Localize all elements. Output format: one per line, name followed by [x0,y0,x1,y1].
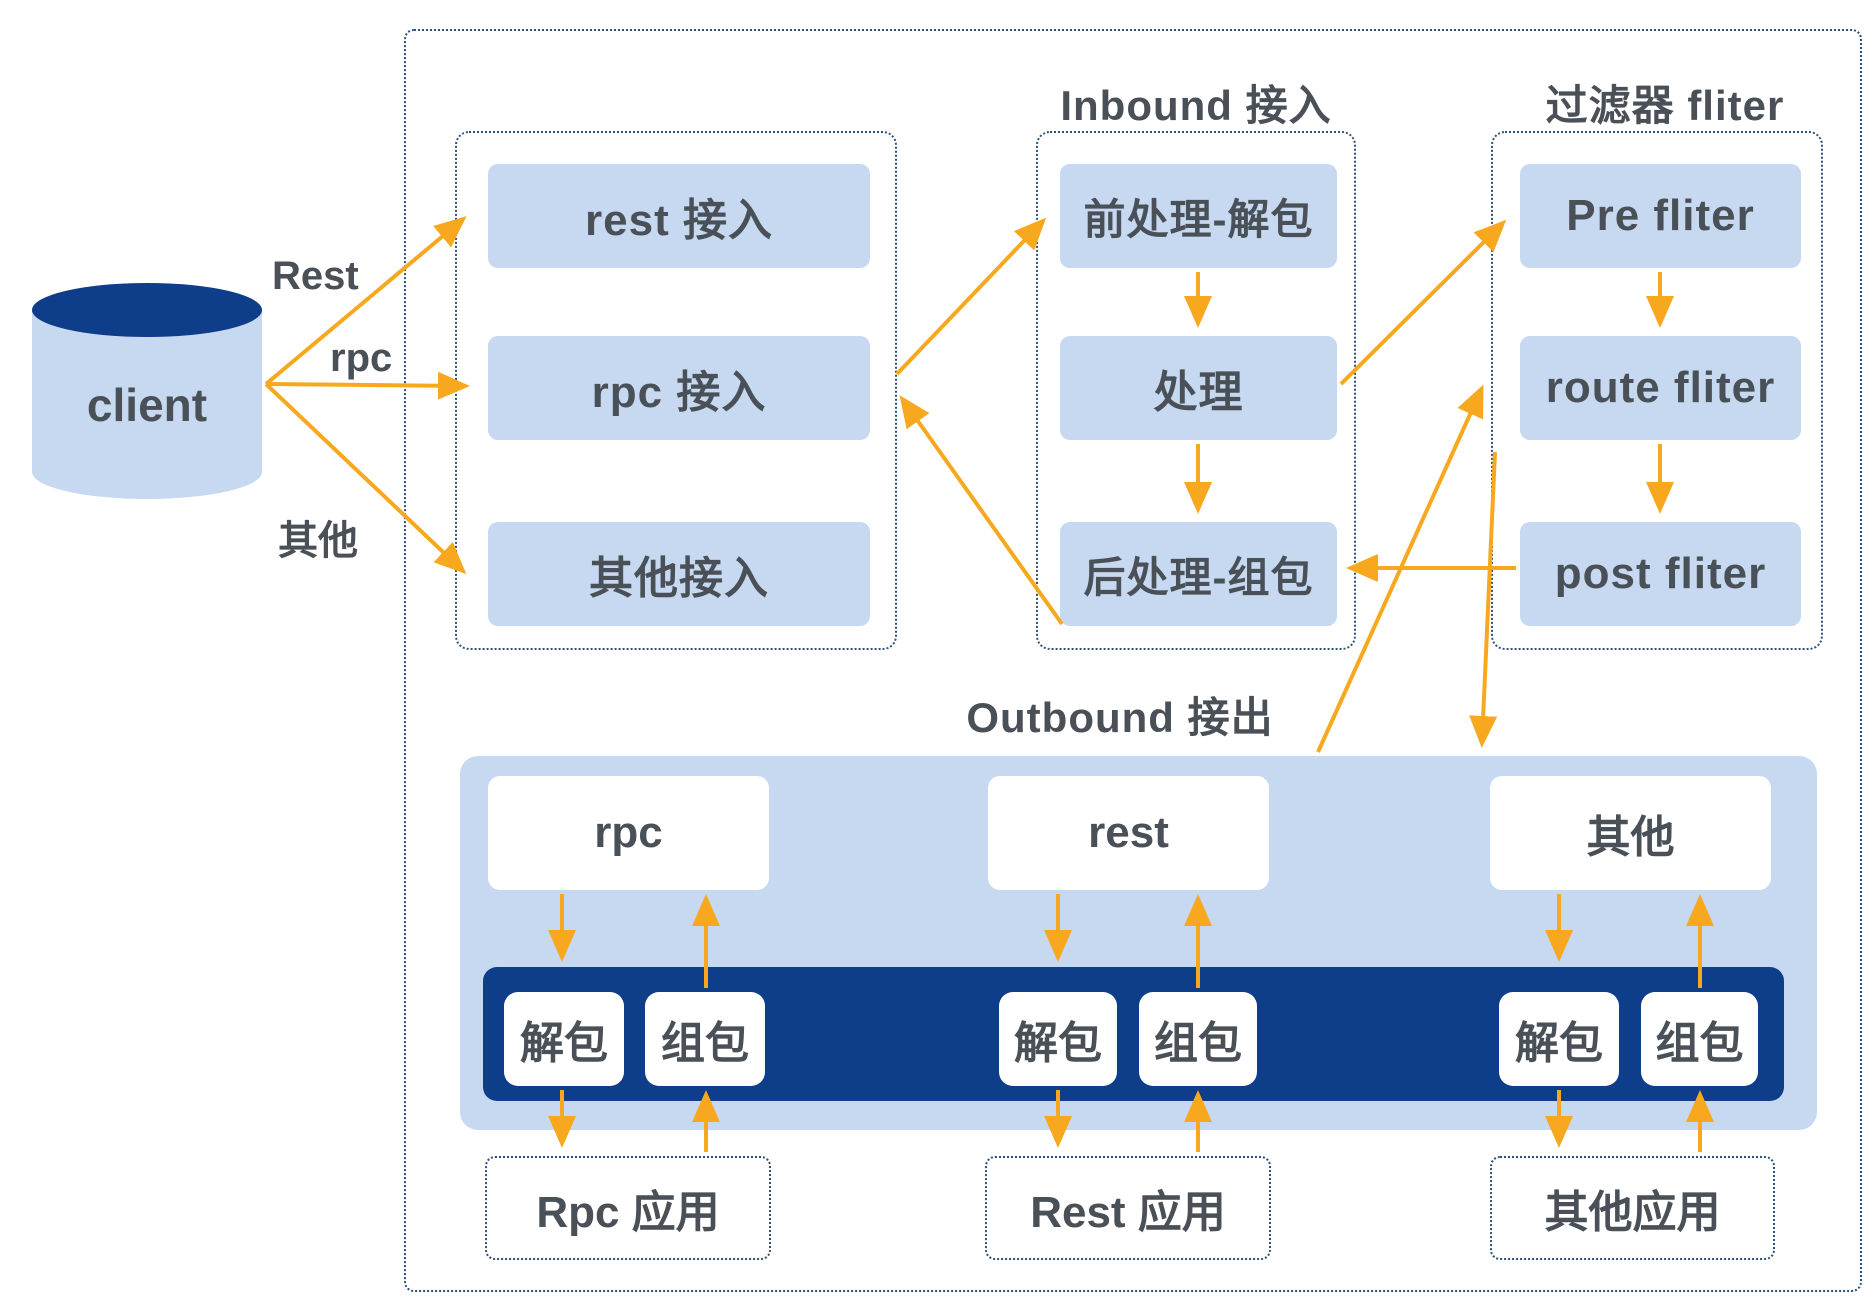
filter-box-route: route fliter [1520,336,1801,440]
pack-box-rest: 组包 [1139,992,1257,1086]
app-box-rpc: Rpc 应用 [485,1156,771,1260]
app-box-other: 其他应用 [1490,1156,1775,1260]
outbound-channel-other: 其他 [1490,776,1771,890]
inbound-box-postprocess: 后处理-组包 [1060,522,1337,626]
filter-container [1491,131,1823,650]
client-label: client [86,379,208,431]
inbound-title: Inbound 接入 [1060,82,1332,129]
flow-label-rpc: rpc [330,336,393,380]
outbound-channel-rest: rest [988,776,1269,890]
app-box-rest: Rest 应用 [985,1156,1271,1260]
flow-label-rest: Rest [272,254,359,298]
unpack-box-rpc: 解包 [504,992,624,1086]
filter-title: 过滤器 fliter [1545,82,1785,129]
gateway-outer-container [404,29,1862,1292]
outbound-title: Outbound 接出 [966,694,1274,741]
outbound-channel-rpc: rpc [488,776,769,890]
client-cylinder-top [32,283,262,337]
unpack-box-rest: 解包 [999,992,1117,1086]
access-box-other: 其他接入 [488,522,870,626]
filter-box-pre: Pre fliter [1520,164,1801,268]
pack-box-rpc: 组包 [645,992,765,1086]
filter-box-post: post fliter [1520,522,1801,626]
inbound-box-process: 处理 [1060,336,1337,440]
pack-box-other: 组包 [1641,992,1758,1086]
flow-label-other: 其他 [278,519,358,563]
inbound-box-preprocess: 前处理-解包 [1060,164,1337,268]
access-box-rpc: rpc 接入 [488,336,870,440]
access-box-rest: rest 接入 [488,164,870,268]
unpack-box-other: 解包 [1499,992,1619,1086]
